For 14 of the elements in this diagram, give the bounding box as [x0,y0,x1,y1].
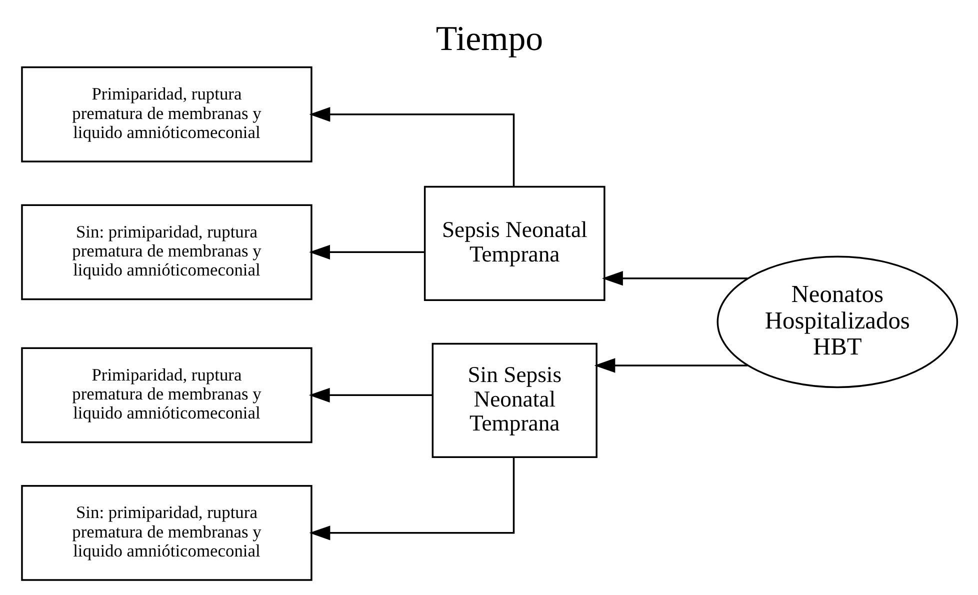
node-box: Primiparidad, ruptura prematura de membranas y liquido amnióticomeconial [20,347,312,444]
arrow [308,457,514,540]
node-box: Sin: primiparidad, ruptura prematura de membranas y liquido amnióticomeconial [20,204,312,300]
arrow [308,388,432,402]
node-box: Sin Sepsis Neonatal Temprana [431,342,597,458]
node-ellipse: Neonatos Hospitalizados HBT [716,256,958,388]
node-box: Sepsis Neonatal Temprana [423,186,605,301]
arrow [601,271,747,286]
arrow [308,107,514,186]
node-box: Sin: primiparidad, ruptura prematura de membranas y liquido amnióticomeconial [20,484,312,581]
node-box: Primiparidad, ruptura prematura de membranas y liquido amnióticomeconial [20,66,312,162]
arrow [594,358,747,373]
diagram-title: Tiempo [435,18,543,58]
arrow [308,244,424,260]
